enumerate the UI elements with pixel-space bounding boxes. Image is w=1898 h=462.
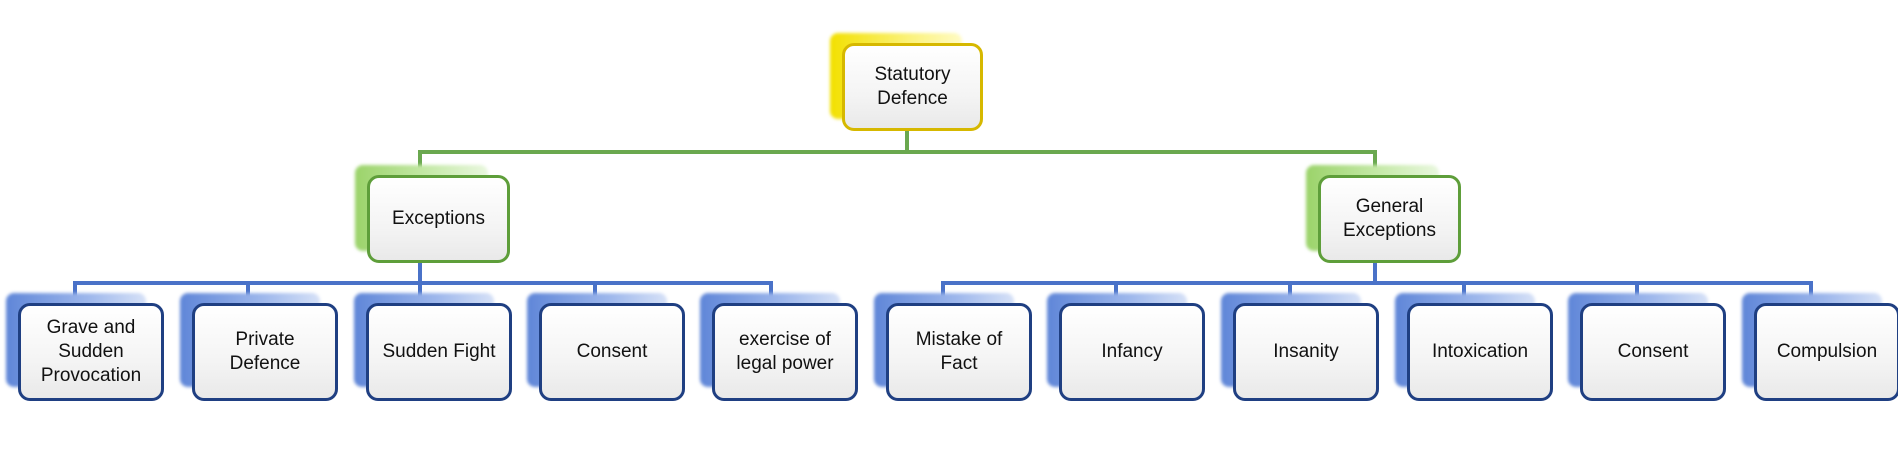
node-label: General Exceptions xyxy=(1318,175,1461,263)
node-sudden-fight: Sudden Fight xyxy=(354,293,512,403)
node-insanity: Insanity xyxy=(1221,293,1379,403)
node-general-exceptions: General Exceptions xyxy=(1306,165,1462,265)
node-mistake-of-fact: Mistake of Fact xyxy=(874,293,1032,403)
node-label: Grave and Sudden Provocation xyxy=(18,303,164,401)
node-label: Statutory Defence xyxy=(842,43,983,131)
node-exceptions: Exceptions xyxy=(355,165,511,265)
node-grave-and-sudden-provocation: Grave and Sudden Provocation xyxy=(6,293,164,403)
node-intoxication: Intoxication xyxy=(1395,293,1553,403)
node-consent-general: Consent xyxy=(1568,293,1726,403)
node-private-defence: Private Defence xyxy=(180,293,338,403)
node-consent: Consent xyxy=(527,293,685,403)
node-infancy: Infancy xyxy=(1047,293,1205,403)
node-label: Insanity xyxy=(1233,303,1379,401)
node-compulsion: Compulsion xyxy=(1742,293,1898,403)
node-label: Consent xyxy=(539,303,685,401)
node-label: Private Defence xyxy=(192,303,338,401)
node-label: Intoxication xyxy=(1407,303,1553,401)
node-label: Mistake of Fact xyxy=(886,303,1032,401)
node-label: Compulsion xyxy=(1754,303,1898,401)
node-label: Consent xyxy=(1580,303,1726,401)
node-exercise-of-legal-power: exercise of legal power xyxy=(700,293,858,403)
node-label: Exceptions xyxy=(367,175,510,263)
node-label: Sudden Fight xyxy=(366,303,512,401)
node-label: Infancy xyxy=(1059,303,1205,401)
node-label: exercise of legal power xyxy=(712,303,858,401)
node-statutory-defence: Statutory Defence xyxy=(830,33,985,133)
